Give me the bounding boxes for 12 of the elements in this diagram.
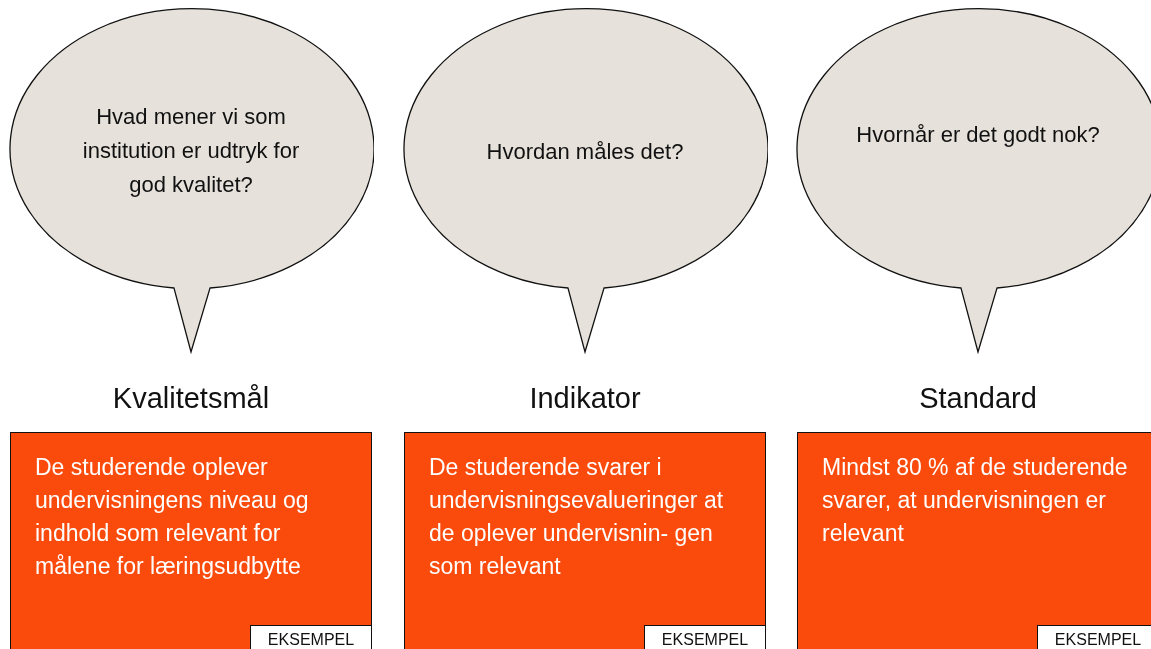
body-text: Mindst 80 % af de studerende svarer, at undervisningen er relevant <box>822 453 1129 548</box>
heading: Standard <box>919 381 1037 416</box>
example-tag: EKSEMPEL <box>1037 625 1151 649</box>
body-text: De studerende svarer i undervisningsevalueringer at de oplever undervisnin- gen som relevant <box>429 453 725 581</box>
question-text: Hvad mener vi som institution er udtryk for god kvalitet? <box>81 103 301 199</box>
question-text: Hvordan måles det? <box>485 138 685 166</box>
question-text: Hvornår er det godt nok? <box>855 121 1101 149</box>
heading: Indikator <box>529 381 641 416</box>
example-tag: EKSEMPEL <box>644 625 765 649</box>
example-tag: EKSEMPEL <box>250 625 371 649</box>
heading: Kvalitetsmål <box>112 381 270 416</box>
body-text: De studerende oplever undervisningens niveau og indhold som relevant for målene for læringsudbytte <box>35 453 310 581</box>
